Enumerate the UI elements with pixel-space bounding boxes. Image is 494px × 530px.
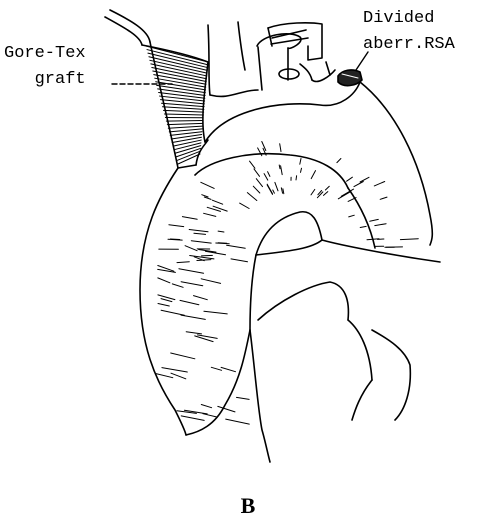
rsa-label-line2: aberr.RSA <box>363 35 455 54</box>
lower-vessels <box>250 282 410 462</box>
gore-tex-graft <box>105 10 208 168</box>
arch-top-vessels <box>208 22 335 96</box>
rsa-label-line1: Divided <box>363 9 434 28</box>
arch-shading <box>156 142 419 425</box>
divided-rsa-label: Divided aberr.RSA <box>363 6 455 58</box>
graft-label-line2: graft <box>35 70 86 89</box>
gore-tex-graft-label: Gore-Tex graft <box>4 41 86 93</box>
graft-label-line1: Gore-Tex <box>4 44 86 63</box>
aorta-outline <box>140 82 432 435</box>
inner-arch <box>195 154 440 330</box>
panel-letter: B <box>228 493 268 519</box>
divided-rsa-stump <box>338 70 362 86</box>
